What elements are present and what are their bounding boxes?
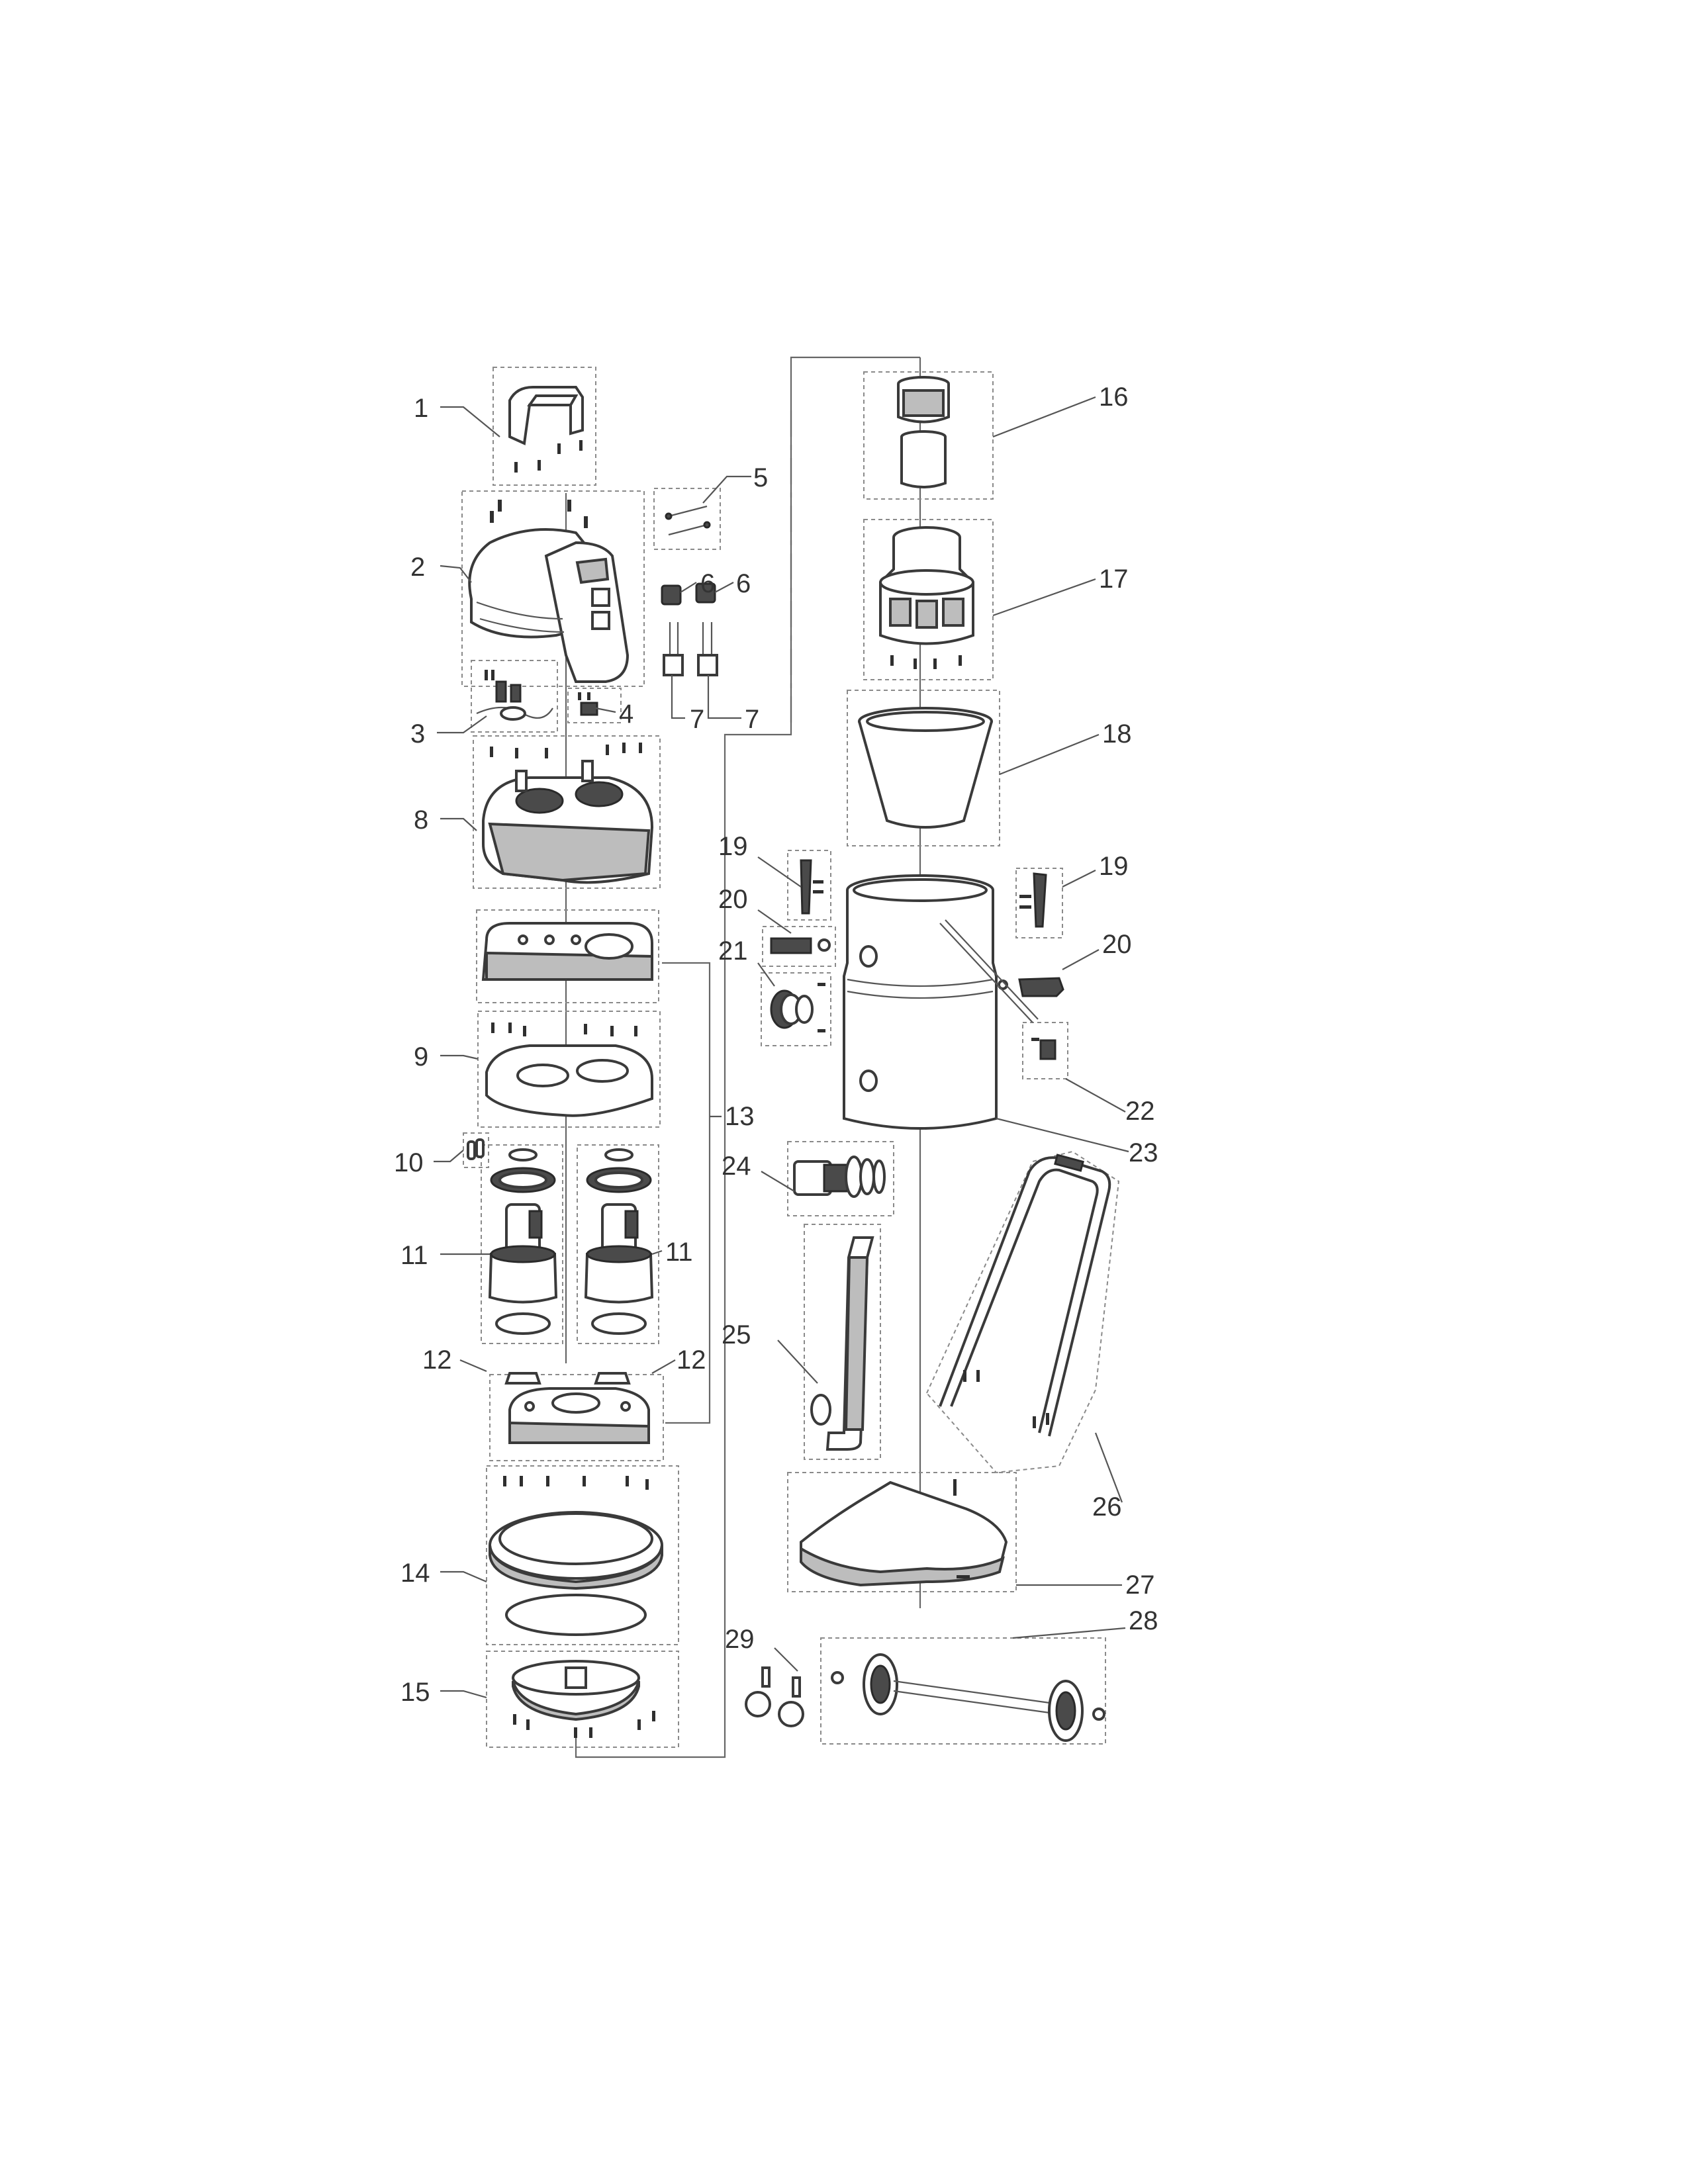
box-part-28 [820,1637,1106,1745]
box-part-8 [473,735,661,889]
part-20-bracket-left [770,937,831,954]
box-part-27 [787,1472,1017,1592]
part-6-switches [661,582,716,606]
part-19-latch-left [800,859,823,915]
part-5-rods [665,505,711,536]
callout-6a: 6 [700,569,715,598]
callout-28: 28 [1129,1606,1158,1635]
callout-25: 25 [722,1320,751,1349]
box-part-18 [847,690,1000,846]
box-part-25 [804,1224,881,1460]
box-part-15 [486,1651,679,1748]
box-part-1 [492,367,596,486]
box-part-24 [787,1141,894,1216]
callout-9: 9 [414,1042,428,1071]
callout-16: 16 [1099,383,1129,412]
box-part-13-bottom [489,1374,664,1461]
part-1-carry-handle [508,386,584,473]
callout-20a: 20 [718,885,748,914]
part-26-push-handle [939,1154,1111,1437]
callout-leaders [434,396,1129,1699]
box-part-17 [863,519,994,680]
group-boxes [461,367,1120,1748]
callout-labels: 1 2 3 4 5 6 6 7 7 8 9 10 11 11 12 12 13 … [394,383,1158,1707]
part-8-motor-housing [482,743,654,884]
callout-10: 10 [394,1148,424,1177]
part-13-top-plate [481,922,653,981]
box-part-11-left [481,1144,563,1344]
part-4-bracket [578,692,598,716]
part-18-conical-filter [858,707,993,829]
part-2-motor-head-cover [468,500,630,683]
box-part-22 [1022,1022,1068,1079]
callout-14: 14 [400,1559,430,1588]
callout-22: 22 [1125,1097,1155,1126]
part-16-filter-cartridge [897,376,950,488]
part-9-baffle-plate [485,1023,653,1117]
part-15-bottom-dish [512,1660,655,1738]
box-part-14 [486,1465,679,1645]
callout-15: 15 [400,1678,430,1707]
callout-18: 18 [1102,719,1132,749]
part-29-casters [745,1666,804,1727]
callout-12b: 12 [677,1345,706,1375]
part-14-base-ring [489,1476,663,1636]
callout-17: 17 [1099,565,1129,594]
callout-8: 8 [414,805,428,835]
callout-21: 21 [718,936,748,966]
box-part-5 [653,488,721,550]
box-part-2 [461,490,645,687]
callout-24: 24 [722,1152,751,1181]
callout-13: 13 [725,1102,755,1131]
callout-2: 2 [410,553,425,582]
callout-11b: 11 [665,1238,693,1267]
part-10-clips [467,1138,485,1160]
part-28-rear-wheels [831,1653,1105,1742]
callout-27: 27 [1125,1570,1155,1600]
callout-7b: 7 [745,705,759,734]
part-25-elbow-hose [810,1236,874,1451]
box-part-11-right [577,1144,659,1344]
callout-23: 23 [1129,1138,1158,1167]
callout-19a: 19 [718,832,748,861]
part-11-motor-left [488,1148,558,1335]
callout-6b: 6 [736,569,751,598]
bracket-13-line [662,962,711,1424]
box-part-13-top [476,909,659,1003]
callout-4: 4 [619,700,633,729]
callout-26: 26 [1092,1492,1122,1522]
part-13-bottom-plate [508,1387,650,1444]
callout-11a: 11 [400,1241,428,1270]
box-part-19-right [1015,868,1063,938]
part-19-latch-right [1019,872,1047,928]
box-part-3 [471,660,558,733]
callout-12a: 12 [422,1345,452,1375]
part-21-inlet-fitting [770,983,825,1032]
box-part-19-left [787,850,831,921]
part-22-bracket [1031,1038,1056,1060]
callout-5: 5 [753,463,768,492]
part-3-cord-set [476,670,553,721]
part-20-bracket-right [998,977,1064,997]
box-part-20-left [762,926,836,967]
part-24-hose-connector [793,1156,886,1198]
part-27-base-chassis [800,1479,1008,1587]
box-part-9 [477,1011,661,1128]
callout-3: 3 [410,719,425,749]
callout-20b: 20 [1102,930,1132,959]
part-11-motor-right [584,1148,654,1335]
callout-1: 1 [414,394,428,423]
part-17-filter-cage [879,526,974,669]
connecting-axis-line [575,356,920,1758]
part-23-tank [843,874,1039,1130]
part-7-brushes [663,622,718,676]
callout-19b: 19 [1099,852,1129,881]
callout-29: 29 [725,1625,755,1654]
box-part-16 [863,371,994,500]
box-part-21 [761,972,831,1046]
part-12-feet [504,1372,631,1385]
callout-7a: 7 [690,705,704,734]
